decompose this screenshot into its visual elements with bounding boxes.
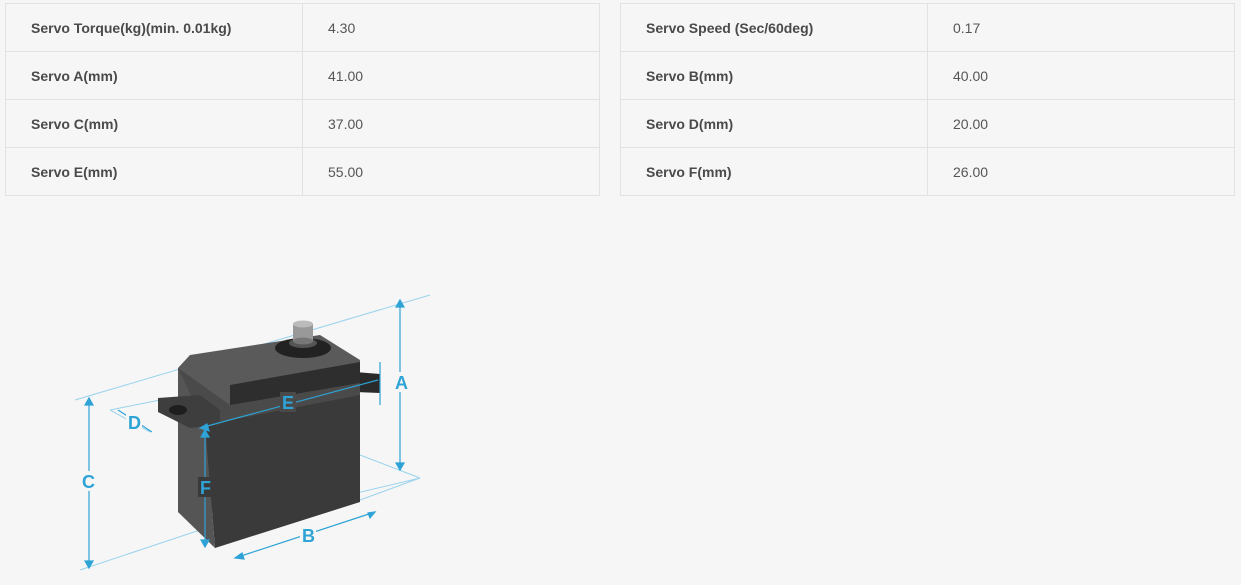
label-e: E — [282, 393, 294, 413]
spec-label: Servo D(mm) — [620, 99, 928, 148]
spec-table-right: Servo Speed (Sec/60deg) 0.17 Servo B(mm)… — [620, 3, 1235, 196]
dimension-labels: A C F E B D — [80, 372, 408, 546]
spec-label: Servo B(mm) — [620, 51, 928, 100]
spec-label: Servo F(mm) — [620, 147, 928, 196]
spec-value: 26.00 — [927, 147, 1235, 196]
table-row: Servo Speed (Sec/60deg) 0.17 — [620, 3, 1235, 52]
table-row: Servo B(mm) 40.00 — [620, 51, 1235, 100]
spec-label: Servo A(mm) — [5, 51, 303, 100]
spec-value: 37.00 — [302, 99, 600, 148]
table-row: Servo F(mm) 26.00 — [620, 147, 1235, 196]
servo-dimension-diagram: A C F E B D — [74, 294, 431, 571]
table-row: Servo C(mm) 37.00 — [5, 99, 600, 148]
spec-label: Servo E(mm) — [5, 147, 303, 196]
label-b: B — [302, 526, 315, 546]
spec-value: 4.30 — [302, 3, 600, 52]
spec-value: 0.17 — [927, 3, 1235, 52]
label-c: C — [82, 472, 95, 492]
spec-value: 20.00 — [927, 99, 1235, 148]
spec-table-left: Servo Torque(kg)(min. 0.01kg) 4.30 Servo… — [5, 3, 600, 196]
label-f: F — [200, 478, 211, 498]
spec-value: 55.00 — [302, 147, 600, 196]
spec-value: 41.00 — [302, 51, 600, 100]
spec-label: Servo Torque(kg)(min. 0.01kg) — [5, 3, 303, 52]
table-row: Servo D(mm) 20.00 — [620, 99, 1235, 148]
label-a: A — [395, 373, 408, 393]
spec-label: Servo Speed (Sec/60deg) — [620, 3, 928, 52]
label-d: D — [128, 413, 141, 433]
spec-label: Servo C(mm) — [5, 99, 303, 148]
table-row: Servo A(mm) 41.00 — [5, 51, 600, 100]
table-row: Servo Torque(kg)(min. 0.01kg) 4.30 — [5, 3, 600, 52]
table-row: Servo E(mm) 55.00 — [5, 147, 600, 196]
spec-value: 40.00 — [927, 51, 1235, 100]
servo-body — [158, 320, 380, 548]
